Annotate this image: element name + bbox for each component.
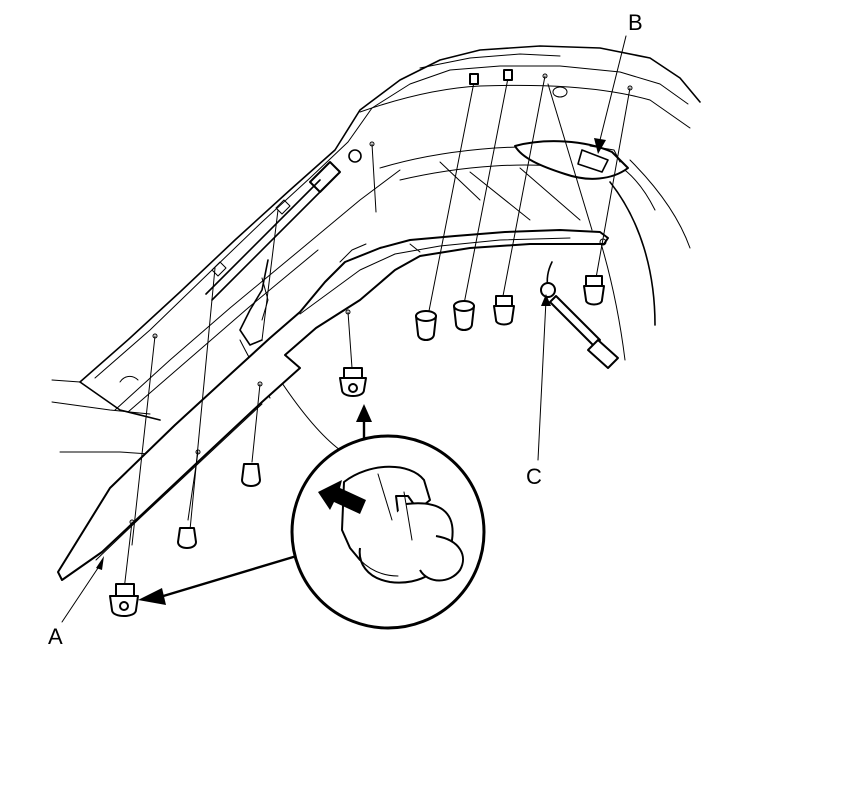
callout-c: C [526,464,542,489]
callout-b: B [628,10,643,35]
push-direction-arrow [318,480,366,514]
clip-icon [339,367,367,397]
vehicle-body-structure [51,45,701,457]
arrow-icon [594,138,606,154]
arrow-icon [356,404,372,422]
connector-c [540,261,619,369]
connector-icon [587,339,619,369]
arrows [138,35,627,605]
fasteners [109,69,605,617]
arrow-icon [318,480,366,514]
clip-icon [453,300,475,331]
bolt-icon [241,463,261,487]
clip-icon [415,310,437,341]
bolt-icon [583,275,605,306]
fastener-leader-lines [123,73,633,591]
bolt-icon [469,69,513,85]
callouts: A B C [48,10,643,649]
trim-panel-a [57,229,609,581]
clip-icon [109,583,139,617]
arrow-icon [138,588,166,605]
callout-a: A [48,624,63,649]
bolt-icon [493,295,515,326]
clip-detail-inset [290,434,486,630]
bolt-icon [177,527,197,549]
